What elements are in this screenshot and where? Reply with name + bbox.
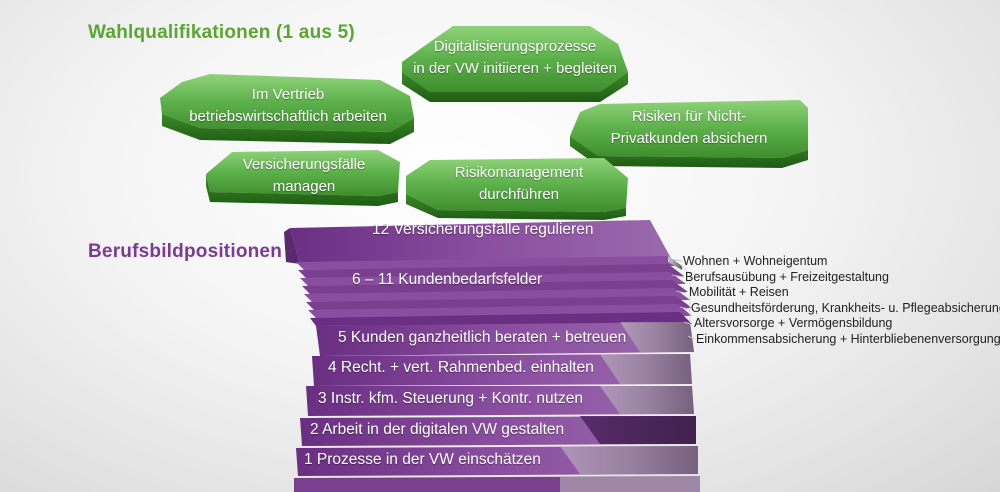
stack-base: [294, 476, 700, 492]
elective-label-line: Digitalisierungsprozesse: [433, 38, 597, 55]
elective-label-sales: Im Vertrieb betriebswirtschaftlich arbei…: [168, 84, 408, 128]
elective-label-line: durchführen: [478, 186, 560, 203]
elective-label-digitalization: Digitalisierungsprozesse in der VW initi…: [410, 36, 620, 80]
elective-plate: [570, 100, 808, 168]
elective-label-line: in der VW initiieren + begleiten: [413, 60, 617, 77]
elective-label-line: Versicherungsfälle: [242, 156, 366, 173]
elective-plate: [402, 26, 628, 102]
core-heading: Berufsbildpositionen: [88, 241, 282, 262]
stack-layer-1: [296, 446, 698, 476]
layer-label-1: 1 Prozesse in der VW einschätzen: [304, 451, 541, 468]
layer-label-3: 3 Instr. kfm. Steuerung + Kontr. nutzen: [318, 390, 583, 407]
stack-layer-3: [306, 386, 694, 416]
elective-label-line: betriebswirtschaftlich arbeiten: [189, 108, 387, 125]
stack-layer-2: [300, 416, 696, 446]
layer-label-4: 4 Recht. + vert. Rahmenbed. einhalten: [328, 359, 594, 376]
elective-label-risk-management: Risikomanagement durchführen: [414, 162, 624, 206]
needs-field-item: Altersvorsorge + Vermögensbildung: [694, 316, 893, 331]
needs-field-item: Wohnen + Wohneigentum: [683, 254, 828, 268]
stack-layer-12: [284, 220, 672, 264]
elective-label-line: managen: [272, 178, 336, 195]
needs-field-item: Berufsausübung + Freizeitgestaltung: [685, 269, 889, 284]
elective-plate: [160, 74, 414, 144]
elective-label-claims: Versicherungsfälle managen: [212, 154, 396, 198]
layer-label-12: 12 Versicherungsfälle regulieren: [372, 221, 594, 238]
needs-field-item: Gesundheitsförderung, Krankheits- u. Pfl…: [691, 300, 1000, 315]
connector-lines: [667, 258, 695, 340]
needs-field-item: Einkommensabsicherung + Hinterbliebenenv…: [696, 331, 1000, 346]
elective-label-line: Privatkunden absichern: [610, 130, 768, 147]
stack-layer-4: [312, 354, 692, 386]
stack-layer-6-11: [296, 256, 692, 326]
layer-label-5: 5 Kunden ganzheitlich beraten + betreuen: [338, 329, 627, 346]
layer-label-2: 2 Arbeit in der digitalen VW gestalten: [310, 421, 565, 438]
stack-layer-5: [316, 322, 694, 356]
needs-fields-list: Wohnen + Wohneigentum Berufsausübung + F…: [683, 254, 1000, 348]
elective-heading: Wahlqualifikationen (1 aus 5): [88, 22, 355, 43]
elective-label-nonprivate-risk: Risiken für Nicht- Privatkunden absicher…: [580, 106, 798, 150]
elective-label-line: Im Vertrieb: [251, 86, 325, 103]
needs-field-item: Mobilität + Reisen: [689, 285, 789, 300]
elective-plate: [406, 158, 628, 220]
elective-label-line: Risiken für Nicht-: [631, 108, 747, 125]
elective-label-line: Risikomanagement: [454, 164, 584, 181]
layer-label-6-11: 6 – 11 Kundenbedarfsfelder: [352, 271, 543, 288]
elective-plate: [206, 150, 400, 206]
